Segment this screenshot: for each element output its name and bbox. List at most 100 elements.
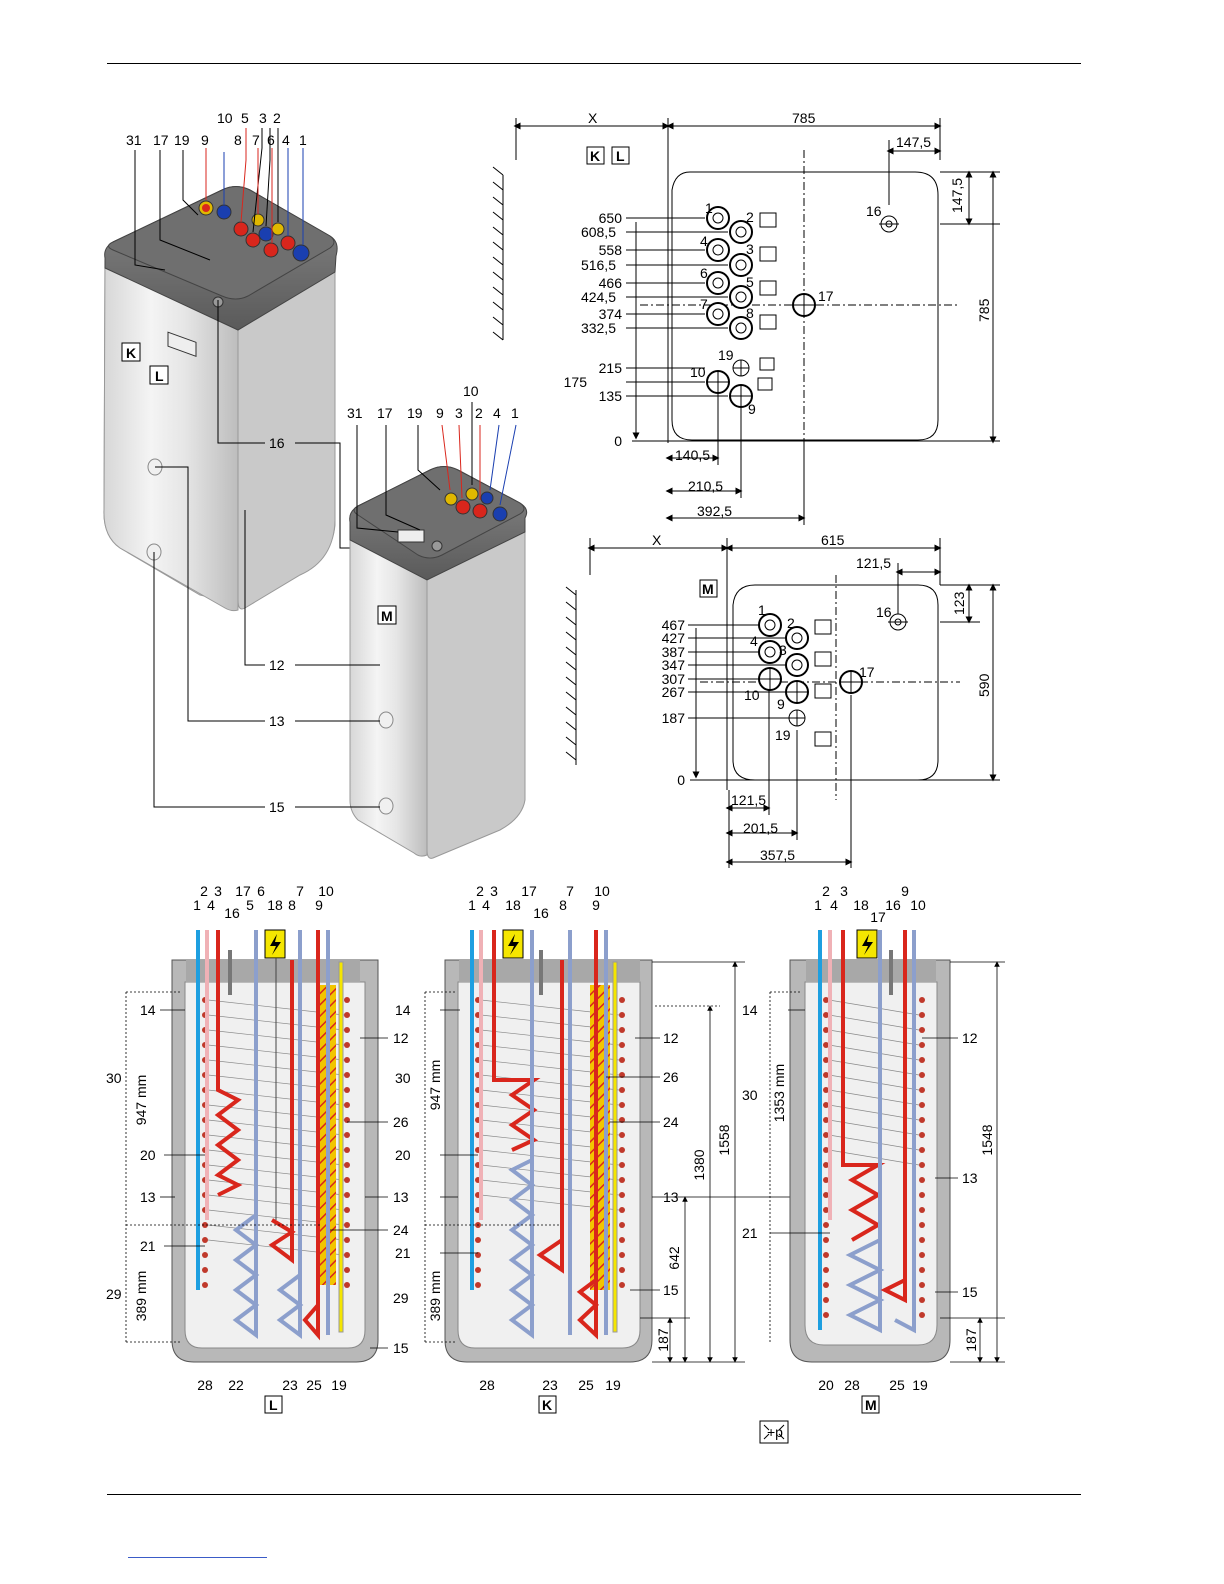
dim-kl-140-5: 140,5 [675,447,710,463]
svg-text:M: M [381,608,393,624]
port-kl-5 [729,285,753,309]
dim-m-357-5: 357,5 [760,847,795,863]
svg-text:2: 2 [822,883,830,899]
dim-m-121-5: 121,5 [731,792,766,808]
dim-kl-392-5: 392,5 [697,503,732,519]
label-k-12: 12 [663,1030,679,1046]
svg-text:23: 23 [282,1377,298,1393]
tag-m-section: M [861,1395,880,1414]
label-l-12: 12 [393,1030,409,1046]
svg-text:25: 25 [306,1377,322,1393]
port-label-kl-4: 4 [700,233,708,249]
port-label-kl-7: 7 [700,296,708,312]
label-m-21: 21 [742,1225,758,1241]
label-k-24: 24 [663,1114,679,1130]
connectors-large [198,200,310,262]
dim-k-187: 187 [655,1328,671,1352]
ports-kl [706,206,899,408]
tag-m-small: M [377,605,397,625]
port-kl-16 [879,215,899,233]
dim-m-187: 187 [662,710,686,726]
svg-text:4: 4 [830,897,838,913]
svg-text:9: 9 [315,897,323,913]
label-iso-l-2: 2 [273,110,281,126]
label-iso-l-31: 31 [126,132,142,148]
svg-text:L: L [616,148,625,164]
port-kl-4 [706,238,730,262]
label-m-15: 15 [962,1284,978,1300]
label-iso-l-8: 8 [234,132,242,148]
svg-text:9: 9 [592,897,600,913]
port-kl-10 [706,370,730,394]
tag-l-large: L [149,365,169,385]
svg-text:8: 8 [288,897,296,913]
footer-link-underline[interactable] [128,1557,267,1558]
port-m-16 [888,613,908,631]
svg-text:1: 1 [814,897,822,913]
svg-text:22: 22 [228,1377,244,1393]
svg-text:3: 3 [490,883,498,899]
port-label-m-19: 19 [775,727,791,743]
svg-text:16: 16 [533,905,549,921]
dim-k-1558: 1558 [716,1124,732,1155]
port-label-m-4: 4 [750,633,758,649]
label-iso-s-1: 1 [511,405,519,421]
label-k-15: 15 [663,1282,679,1298]
tag-k-section: K [538,1395,557,1414]
svg-text:L: L [269,1397,278,1413]
dim-kl-558: 558 [599,242,623,258]
svg-text:25: 25 [578,1377,594,1393]
svg-text:17: 17 [521,883,537,899]
port-kl-7 [706,302,730,326]
electric-heater-icon [264,929,286,959]
port-m-3 [785,653,809,677]
label-l-14: 14 [140,1002,156,1018]
svg-text:1: 1 [193,897,201,913]
dim-m-201-5: 201,5 [743,820,778,836]
label-k-29: 29 [393,1290,409,1306]
label-l-13a: 13 [140,1189,156,1205]
iso-tank-small: M 10 31 17 19 [153,383,528,859]
svg-text:28: 28 [844,1377,860,1393]
dim-m-307: 307 [662,671,686,687]
port-m-19 [788,709,806,727]
port-m-10 [758,667,782,691]
label-k-947: 947 mm [427,1060,443,1111]
port-label-kl-2: 2 [746,209,754,225]
label-iso-s-10: 10 [463,383,479,399]
label-k-26: 26 [663,1069,679,1085]
port-label-m-3: 3 [779,642,787,658]
dim-kl-x: X [588,110,598,126]
tag-k-topview: K [586,146,605,165]
dim-k-1380: 1380 [691,1149,707,1180]
label-iso-s-19: 19 [407,405,423,421]
ports-m [758,613,908,727]
svg-text:2: 2 [476,883,484,899]
label-iso-l-17: 17 [153,132,169,148]
dim-kl-210-5: 210,5 [688,478,723,494]
label-k-30: 30 [395,1070,411,1086]
dim-kl-135: 135 [599,388,623,404]
port-kl-17 [792,293,816,317]
svg-text:20: 20 [818,1377,834,1393]
dim-kl-147-5-v: 147,5 [949,178,965,213]
label-iso-l-10: 10 [217,110,233,126]
label-l-24: 24 [393,1222,409,1238]
svg-text:25: 25 [889,1377,905,1393]
pictograms-kl [757,212,777,391]
port-m-1 [758,613,782,637]
label-iso-s-15: 15 [269,799,285,815]
tag-l-section: L [264,1395,283,1414]
svg-text:18: 18 [267,897,283,913]
svg-text:28: 28 [479,1377,495,1393]
label-iso-l-6: 6 [267,132,275,148]
port-label-kl-10: 10 [690,364,706,380]
label-l-21: 21 [140,1238,156,1254]
label-iso-s-17: 17 [377,405,393,421]
svg-text:10: 10 [318,883,334,899]
svg-text:16: 16 [224,905,240,921]
label-l-389: 389 mm [133,1271,149,1322]
label-iso-l-5: 5 [241,110,249,126]
